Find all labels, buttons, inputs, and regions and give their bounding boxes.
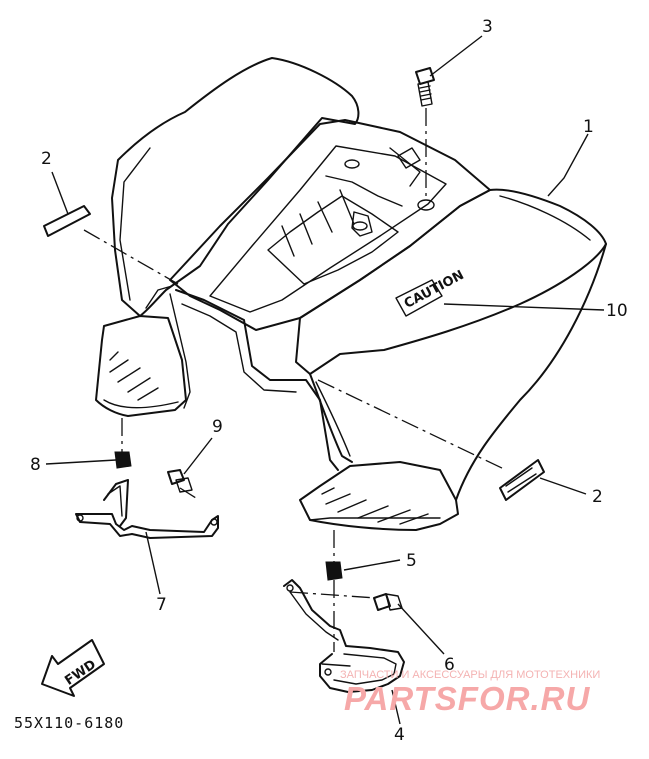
callout-grommet-left: 8 xyxy=(30,455,41,475)
callout-label-plate: 10 xyxy=(606,301,628,321)
assembly-centerlines xyxy=(83,108,507,652)
callout-bolt-right: 6 xyxy=(444,655,455,675)
callout-decal-left: 2 xyxy=(41,149,52,169)
bolt-6 xyxy=(373,593,403,611)
leader-lines xyxy=(45,35,605,725)
decal-left xyxy=(43,205,91,237)
bolt-9 xyxy=(167,469,193,493)
watermark: ЗАПЧАСТИ И АКСЕССУАРЫ ДЛЯ МОТОТЕХНИКИ PA… xyxy=(340,669,600,717)
watermark-brand: PARTSFOR.RU xyxy=(344,680,590,717)
fwd-label: FWD xyxy=(62,657,99,689)
callout-numbers: 1 2 2 3 4 5 6 7 8 9 10 xyxy=(30,17,628,745)
drawing-code: 55X110-6180 xyxy=(14,714,124,732)
callout-bracket-right: 4 xyxy=(394,725,405,745)
decal-right xyxy=(499,459,545,501)
rear-fender: CAUTION xyxy=(95,57,607,531)
callout-bracket-left: 7 xyxy=(156,595,167,615)
grommet-8 xyxy=(114,451,132,469)
callout-bolt-top: 3 xyxy=(482,17,493,37)
callout-decal-right: 2 xyxy=(592,487,603,507)
bolt-3 xyxy=(415,67,435,107)
callout-fender: 1 xyxy=(583,117,594,137)
forward-direction-arrow: FWD xyxy=(41,639,105,697)
callout-grommet-right: 5 xyxy=(406,551,417,571)
grommet-5 xyxy=(325,561,343,581)
bracket-7 xyxy=(75,479,219,539)
bracket-4 xyxy=(283,579,405,693)
callout-bolt-left: 9 xyxy=(212,417,223,437)
watermark-subtitle: ЗАПЧАСТИ И АКСЕССУАРЫ ДЛЯ МОТОТЕХНИКИ xyxy=(340,669,600,681)
